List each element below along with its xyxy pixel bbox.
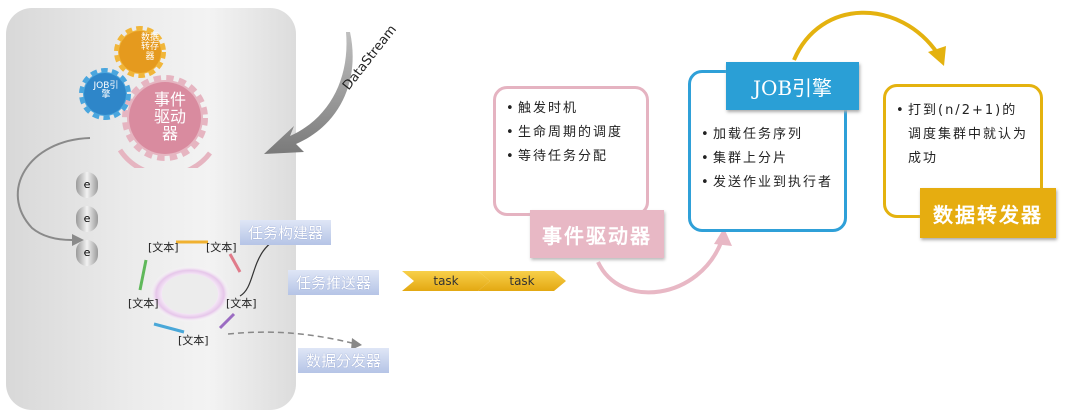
task-chevron: task xyxy=(402,271,490,291)
event-driver-list: 触发时机 生命周期的调度 等待任务分配 xyxy=(506,97,640,169)
cycle-arrow-purple xyxy=(218,312,236,330)
cycle-core-inner xyxy=(162,274,218,314)
blue-gear-body xyxy=(84,73,126,115)
list-item: 生命周期的调度 xyxy=(506,121,640,145)
forwarder-title: 数据转发器 xyxy=(920,188,1056,238)
list-item: 触发时机 xyxy=(506,97,640,121)
cycle-diagram xyxy=(138,240,242,334)
queue-item: e xyxy=(76,240,98,266)
list-item: 打到(n/2+1)的调度集群中就认为成功 xyxy=(896,99,1028,171)
cycle-arrow-green xyxy=(138,259,148,291)
queue-item: e xyxy=(76,206,98,232)
data-distributor-button[interactable]: 数据分发器 xyxy=(298,348,390,373)
job-engine-list: 加载任务序列 集群上分片 发送作业到执行者 xyxy=(701,123,839,195)
blue-gear-label: JOB引 擎 xyxy=(93,81,119,101)
cycle-arrow-red xyxy=(228,253,242,273)
list-item: 集群上分片 xyxy=(701,147,839,171)
gear-cluster xyxy=(79,26,212,168)
list-item: 发送作业到执行者 xyxy=(701,171,839,195)
event-to-job-arrow xyxy=(596,228,732,295)
cycle-label: [文本] xyxy=(128,297,159,310)
datastream-arrow xyxy=(264,32,353,154)
list-item: 等待任务分配 xyxy=(506,145,640,169)
gear-to-queue-arrow xyxy=(16,137,91,246)
list-item: 加载任务序列 xyxy=(701,123,839,147)
task-pusher-button[interactable]: 任务推送器 xyxy=(288,270,380,295)
cycle-arrow-blue xyxy=(153,322,185,334)
yellow-gear-label: 数据 转存 器 xyxy=(140,33,159,62)
event-driver-box: 触发时机 生命周期的调度 等待任务分配 xyxy=(493,86,649,216)
cycle-label: [文本] xyxy=(226,297,257,310)
pink-gear-body xyxy=(129,82,201,154)
cycle-label: [文本] xyxy=(206,241,237,254)
forwarder-list: 打到(n/2+1)的调度集群中就认为成功 xyxy=(896,99,1028,171)
task-builder-button[interactable]: 任务构建器 xyxy=(240,220,332,245)
job-engine-title: JOB引擎 xyxy=(726,62,859,110)
queue-item: e xyxy=(76,172,98,198)
cycle-label: [文本] xyxy=(148,241,179,254)
yellow-gear-body xyxy=(119,31,161,73)
job-to-forwarder-arrow xyxy=(792,10,946,66)
event-driver-title: 事件驱动器 xyxy=(530,210,664,258)
cycle-label: [文本] xyxy=(178,334,209,347)
pink-cycle-arrow xyxy=(117,148,212,168)
task-chevron: task xyxy=(478,271,566,291)
pink-gear-label: 事件 驱动 器 xyxy=(153,90,186,143)
